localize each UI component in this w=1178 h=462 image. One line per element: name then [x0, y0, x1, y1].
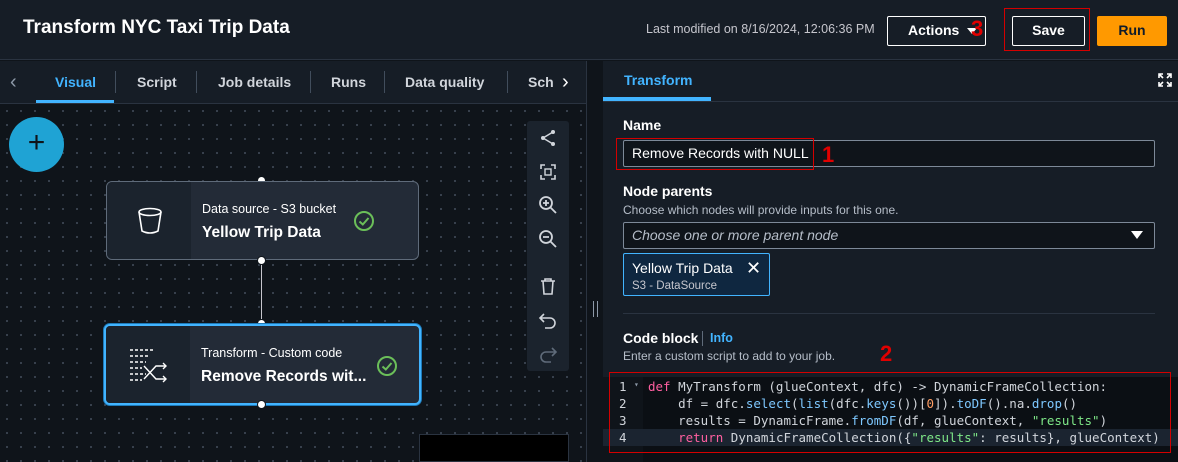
check-circle-icon	[377, 356, 397, 376]
tab-visual[interactable]: Visual	[55, 74, 96, 90]
job-header: Transform NYC Taxi Trip Data Last modifi…	[0, 0, 1178, 60]
node-icon-cell	[107, 182, 191, 259]
tab-separator	[507, 71, 508, 93]
node-handle-bottom[interactable]	[257, 400, 266, 409]
page-title: Transform NYC Taxi Trip Data	[23, 17, 290, 38]
parent-token: Yellow Trip Data S3 - DataSource ✕	[623, 253, 770, 296]
node-type-label: Transform - Custom code	[201, 346, 343, 360]
active-tab-indicator	[36, 100, 114, 103]
tab-job-details[interactable]: Job details	[218, 74, 292, 90]
tab-transform[interactable]: Transform	[624, 72, 693, 88]
line-number: 1	[619, 379, 627, 394]
annotation-3: 3	[971, 16, 984, 41]
code-highlight-box	[609, 372, 1171, 453]
line-number: 3	[619, 413, 627, 428]
node-yellow-trip-data[interactable]: Data source - S3 bucket Yellow Trip Data	[106, 181, 419, 260]
tab-separator	[384, 71, 385, 93]
transform-properties-panel: Transform Name Remove Records with NULL …	[603, 61, 1178, 462]
trash-icon[interactable]	[537, 275, 559, 297]
add-node-button[interactable]: +	[9, 117, 64, 172]
chevron-right-icon[interactable]: ›	[562, 71, 569, 93]
fold-icon[interactable]: ▾	[634, 380, 639, 389]
caret-down-icon	[967, 28, 977, 34]
node-parents-select[interactable]: Choose one or more parent node	[623, 222, 1155, 249]
code-line: results = DynamicFrame.fromDF(df, glueCo…	[648, 413, 1108, 428]
node-icon-cell	[106, 326, 190, 403]
run-button[interactable]: Run	[1097, 16, 1167, 46]
last-modified-text: Last modified on 8/16/2024, 12:06:36 PM	[646, 22, 875, 36]
active-line	[603, 429, 1178, 446]
node-handle-bottom[interactable]	[257, 256, 266, 265]
code-line: df = dfc.select(list(dfc.keys())[0]).toD…	[648, 396, 1078, 411]
name-label: Name	[623, 117, 662, 133]
node-parents-label: Node parents	[623, 183, 713, 199]
tab-script[interactable]: Script	[137, 74, 177, 90]
node-type-label: Data source - S3 bucket	[202, 202, 337, 216]
panel-resize-divider[interactable]	[586, 61, 603, 462]
line-number: 2	[619, 396, 627, 411]
canvas-toolbar	[527, 121, 569, 371]
custom-code-icon	[130, 349, 167, 383]
name-input[interactable]: Remove Records with NULL	[623, 140, 1155, 167]
bucket-icon	[138, 207, 162, 234]
token-type: S3 - DataSource	[632, 280, 718, 292]
check-circle-icon	[354, 211, 374, 231]
actions-button[interactable]: Actions	[887, 16, 986, 46]
tab-divider	[603, 101, 1178, 102]
expand-icon[interactable]	[1158, 73, 1172, 87]
zoom-in-icon[interactable]	[537, 194, 559, 216]
node-parents-hint: Choose which nodes will provide inputs f…	[623, 203, 899, 217]
tab-separator	[115, 71, 116, 93]
node-name-label: Remove Records wit...	[201, 368, 367, 385]
line-number: 4	[619, 430, 627, 445]
canvas-minimap[interactable]	[419, 434, 569, 462]
save-highlight-box	[1004, 8, 1090, 51]
zoom-out-icon[interactable]	[537, 228, 559, 250]
job-tabs: ‹ Visual Script Job details Runs Data qu…	[0, 61, 586, 104]
save-button[interactable]: Save	[1012, 16, 1085, 46]
node-remove-records[interactable]: Transform - Custom code Remove Records w…	[104, 324, 421, 405]
layout-icon[interactable]	[537, 127, 559, 149]
tab-data-quality[interactable]: Data quality	[405, 74, 485, 90]
active-tab-indicator	[603, 97, 711, 101]
fit-view-icon[interactable]	[537, 161, 559, 183]
name-highlight-box	[616, 138, 814, 170]
node-parents-placeholder: Choose one or more parent node	[632, 227, 839, 243]
code-block-hint: Enter a custom script to add to your job…	[623, 349, 836, 363]
code-editor[interactable]: 1 2 3 4 ▾ def MyTransform (glueContext, …	[603, 377, 1178, 462]
undo-icon[interactable]	[537, 309, 559, 331]
info-link[interactable]: Info	[710, 331, 733, 345]
code-line: def MyTransform (glueContext, dfc) -> Dy…	[648, 379, 1108, 394]
section-divider	[623, 313, 1155, 314]
visual-editor-canvas[interactable]	[0, 104, 586, 462]
close-icon[interactable]: ✕	[746, 258, 762, 278]
label-separator	[702, 331, 703, 346]
drag-handle-icon[interactable]	[593, 301, 598, 317]
chevron-left-icon[interactable]: ‹	[10, 71, 17, 93]
tab-separator	[196, 71, 197, 93]
annotation-2: 2	[880, 341, 893, 366]
token-name: Yellow Trip Data	[632, 260, 733, 276]
redo-icon[interactable]	[537, 343, 559, 365]
code-block-label: Code block	[623, 330, 699, 346]
tab-runs[interactable]: Runs	[331, 74, 366, 90]
node-name-label: Yellow Trip Data	[202, 224, 321, 241]
tab-schedules[interactable]: Sch	[528, 74, 554, 90]
caret-down-icon	[1131, 231, 1143, 239]
annotation-1: 1	[822, 142, 835, 167]
tab-separator	[310, 71, 311, 93]
actions-label: Actions	[908, 22, 960, 38]
code-line: return DynamicFrameCollection({"results"…	[678, 430, 1160, 445]
node-edge	[261, 264, 262, 322]
